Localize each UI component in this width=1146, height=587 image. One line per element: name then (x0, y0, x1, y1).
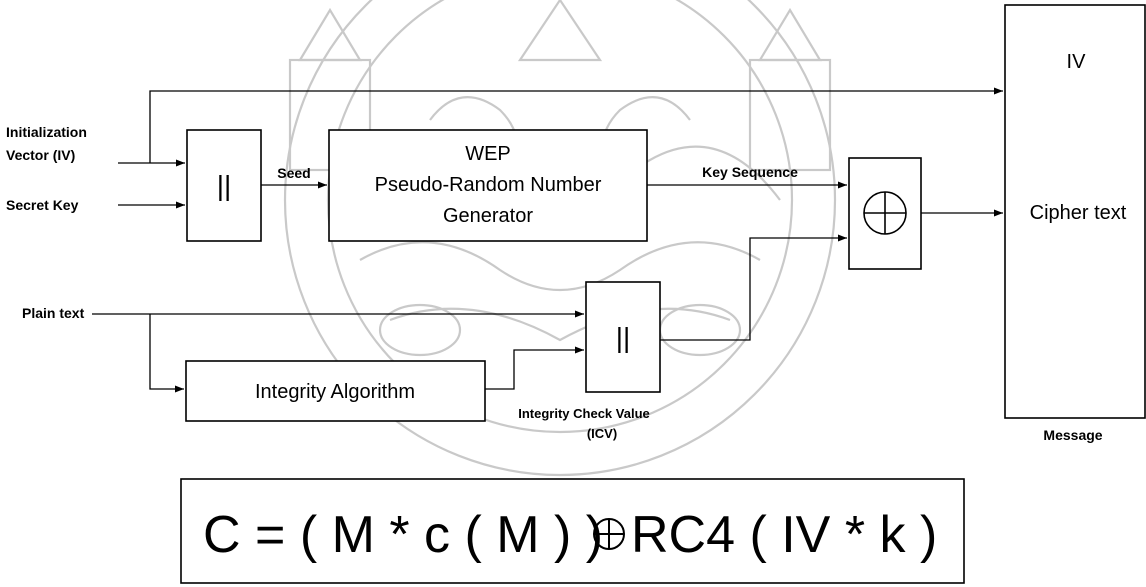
iv-label-line2: Vector (IV) (6, 147, 75, 163)
key-sequence-label: Key Sequence (702, 164, 798, 180)
formula-lhs: C = ( M * c ( M ) ) (203, 506, 603, 564)
prng-title: WEP (465, 143, 511, 165)
formula-box (180, 478, 965, 584)
plain-text-label: Plain text (22, 305, 85, 321)
xor-operator-icon (593, 518, 625, 550)
icv-label-line1: Integrity Check Value (518, 406, 650, 421)
concat-box-icv (585, 281, 661, 393)
xor-symbol-icon (863, 191, 907, 235)
icv-label-line2: (ICV) (587, 426, 617, 441)
seed-label: Seed (277, 165, 310, 181)
formula: C = ( M * c ( M ) ) RC4 ( IV * k ) (203, 506, 937, 564)
concat-symbol-top: || (217, 170, 232, 201)
concat-box-iv-key (186, 129, 262, 242)
message-iv-label: IV (1067, 51, 1087, 73)
iv-label-line1: Initialization (6, 124, 87, 140)
message-caption: Message (1043, 427, 1102, 443)
prng-box (328, 129, 648, 242)
connection-lines (92, 87, 1003, 393)
message-cipher-text-label: Cipher text (1030, 202, 1127, 224)
prng-subtitle: Pseudo-Random Number (375, 174, 602, 196)
secret-key-label: Secret Key (6, 197, 79, 213)
integrity-algorithm-label: Integrity Algorithm (255, 381, 415, 403)
message-box (1004, 4, 1146, 419)
concat-symbol-bottom: || (616, 322, 631, 353)
prng-subtitle-2: Generator (443, 205, 533, 227)
integrity-algorithm-box (185, 360, 486, 422)
formula-rhs: RC4 ( IV * k ) (631, 506, 937, 564)
